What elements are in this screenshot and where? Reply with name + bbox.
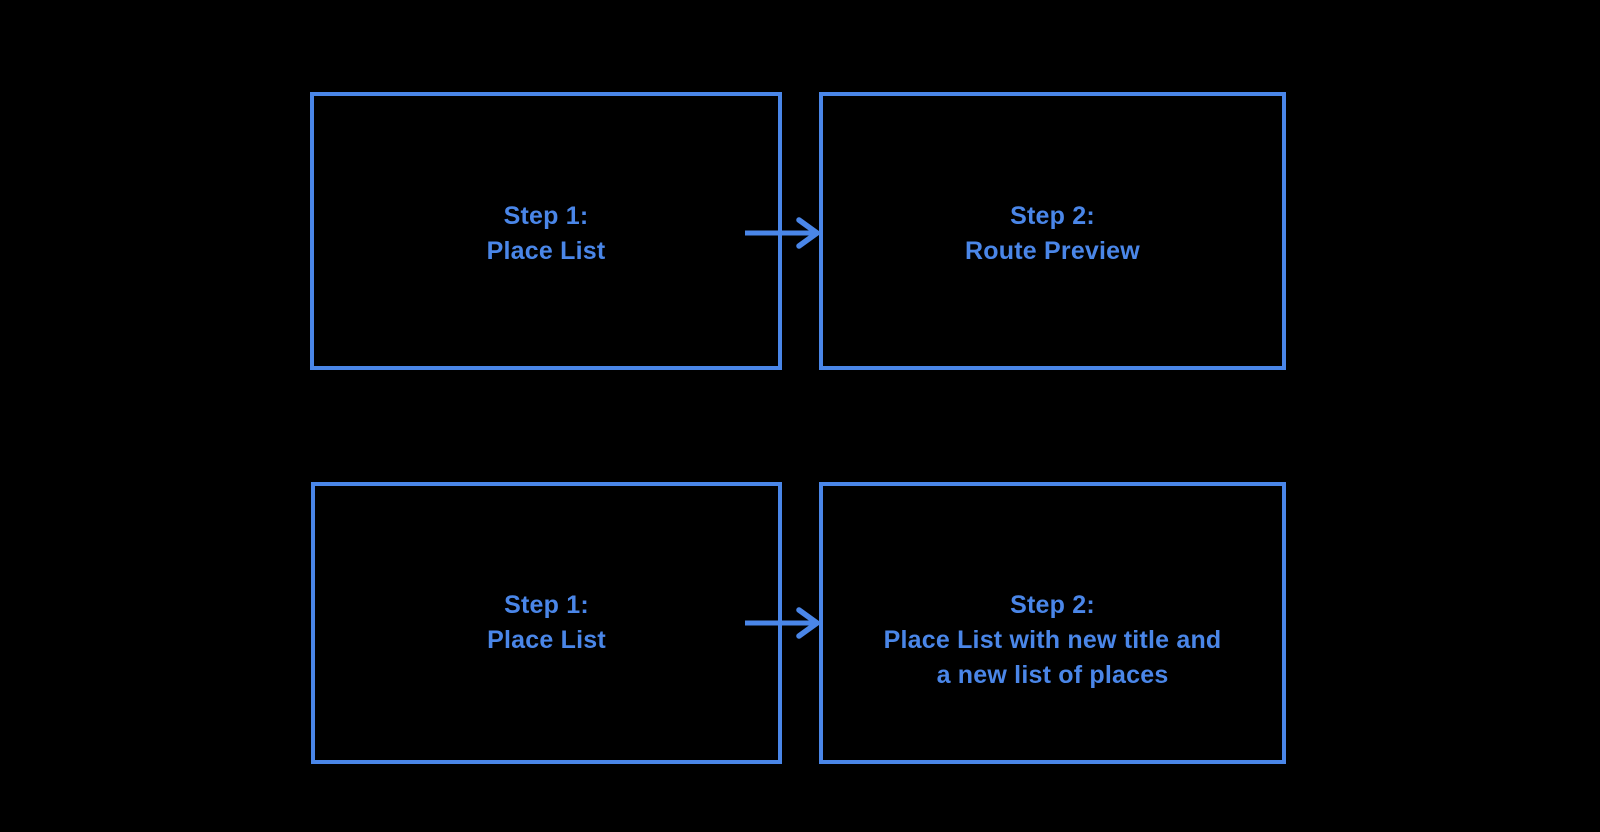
step-box-label: Step 1: Place List — [487, 199, 606, 269]
label-line: Step 1: — [503, 202, 589, 230]
arrow-right-icon — [745, 607, 820, 639]
label-line: Place List with new title and — [883, 625, 1222, 654]
step-box-label: Step 2: Place List with new title and a … — [884, 588, 1222, 693]
label-line: a new list of places — [936, 660, 1169, 689]
step-box-top-left: Step 1: Place List — [310, 92, 782, 370]
step-box-top-right: Step 2: Route Preview — [819, 92, 1286, 370]
step-box-bottom-right: Step 2: Place List with new title and a … — [819, 482, 1286, 764]
label-line: Place List — [487, 626, 606, 654]
label-line: Step 1: — [504, 591, 589, 619]
step-box-bottom-left: Step 1: Place List — [311, 482, 782, 764]
label-line: Place List — [486, 237, 606, 265]
step-box-label: Step 2: Route Preview — [965, 199, 1140, 269]
step-box-label: Step 1: Place List — [487, 588, 606, 658]
label-line: Step 2: — [1010, 590, 1095, 619]
label-line: Route Preview — [965, 237, 1140, 265]
label-line: Step 2: — [1010, 202, 1095, 230]
arrow-right-icon — [745, 217, 820, 249]
